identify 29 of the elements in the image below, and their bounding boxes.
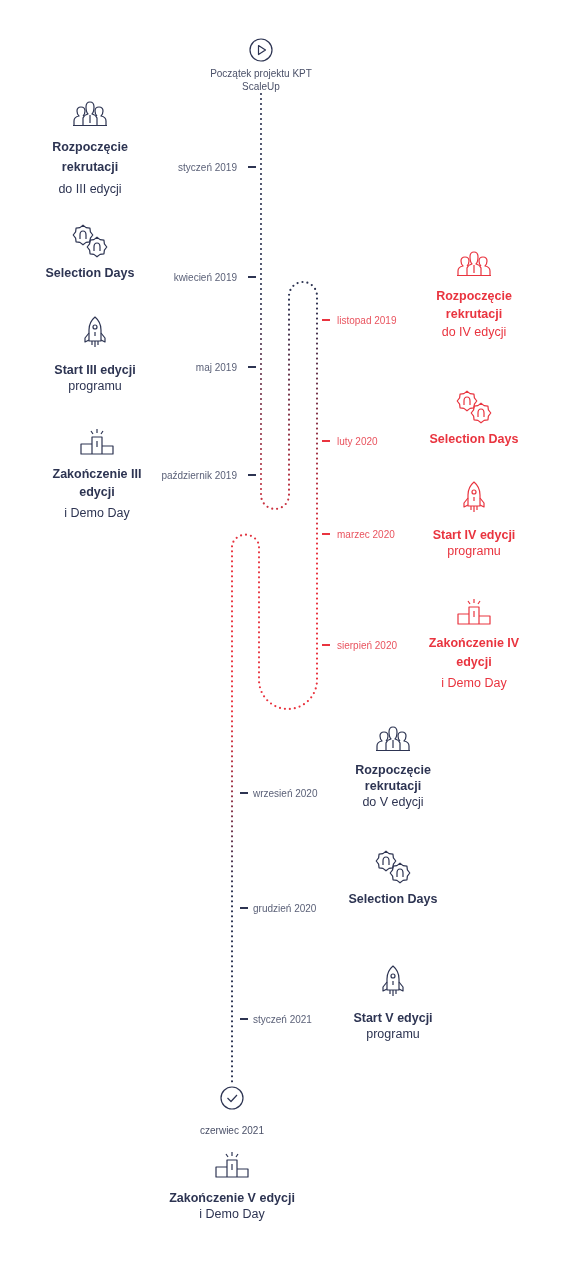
date-label: luty 2020 [337, 435, 378, 447]
event-subtitle: programu [366, 1026, 420, 1042]
event-title: Selection Days [429, 431, 519, 448]
event-subtitle: programu [447, 543, 501, 559]
date-label: październik 2019 [161, 469, 237, 481]
event-title: Start III edycji [54, 362, 136, 378]
date-label: kwiecień 2019 [173, 271, 237, 283]
date-label: sierpień 2020 [337, 639, 398, 651]
event-subtitle: do V edycji [362, 794, 424, 810]
date-label: maj 2019 [195, 361, 237, 373]
date-label: wrzesień 2020 [253, 787, 318, 799]
event-subtitle: do III edycji [58, 181, 122, 198]
event-subtitle: programu [68, 378, 122, 394]
date-label: marzec 2020 [337, 528, 395, 540]
milestone-label: czerwiec 2021 [200, 1124, 264, 1137]
event-title: Start V edycji [353, 1010, 433, 1026]
date-label: listopad 2019 [337, 314, 397, 326]
date-label: styczeń 2021 [253, 1013, 312, 1025]
event-subtitle: do IV edycji [441, 324, 507, 341]
event-subtitle: i Demo Day [199, 1206, 265, 1222]
event-subtitle: i Demo Day [441, 675, 507, 692]
milestone-label: Początek projektu KPT ScaleUp [209, 67, 313, 93]
event-title: Start IV edycji [432, 527, 516, 543]
date-label: grudzień 2020 [253, 902, 317, 914]
event-subtitle: i Demo Day [64, 505, 130, 522]
date-label: styczeń 2019 [178, 161, 237, 173]
event-title: Zakończenie V edycji [169, 1190, 295, 1206]
event-title: Selection Days [348, 891, 438, 908]
event-title: Selection Days [45, 265, 135, 282]
